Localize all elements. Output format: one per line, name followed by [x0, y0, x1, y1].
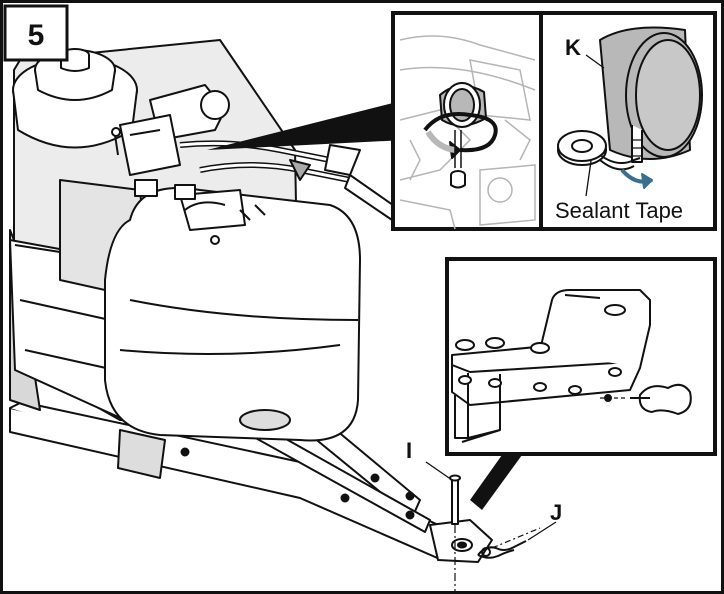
step-number-box — [3, 4, 69, 62]
hitch-pin — [449, 474, 461, 525]
label-j: J — [550, 500, 562, 525]
inset-fitting-detail — [391, 11, 717, 231]
leader-pin — [425, 461, 453, 481]
label-sealant-tape: Sealant Tape — [555, 198, 683, 223]
leader-clip — [527, 521, 557, 541]
fitting-rotation — [423, 82, 498, 189]
clip-line — [491, 527, 541, 549]
pump-plumbing — [111, 84, 401, 223]
front-tank — [104, 187, 361, 442]
step-number: 5 — [28, 19, 45, 52]
hitch-bolts — [455, 337, 622, 395]
inset-left-panel — [399, 35, 536, 230]
leader-fitting — [585, 54, 605, 69]
fitting-gauge — [599, 26, 703, 163]
label-i: I — [406, 438, 412, 463]
sealant-tape-roll — [557, 130, 641, 171]
hitch-tongue — [429, 519, 493, 563]
callout-wedge-bottom — [470, 455, 522, 510]
leader-sealant — [585, 160, 592, 197]
label-k: K — [565, 35, 581, 60]
sprayer-assembly — [9, 39, 527, 563]
fill-cap — [12, 48, 138, 149]
hair-pin-clip — [477, 540, 527, 559]
inset-right-panel — [557, 26, 703, 197]
inset-hitch-detail — [445, 257, 717, 456]
callout-wedge-top — [207, 100, 405, 150]
